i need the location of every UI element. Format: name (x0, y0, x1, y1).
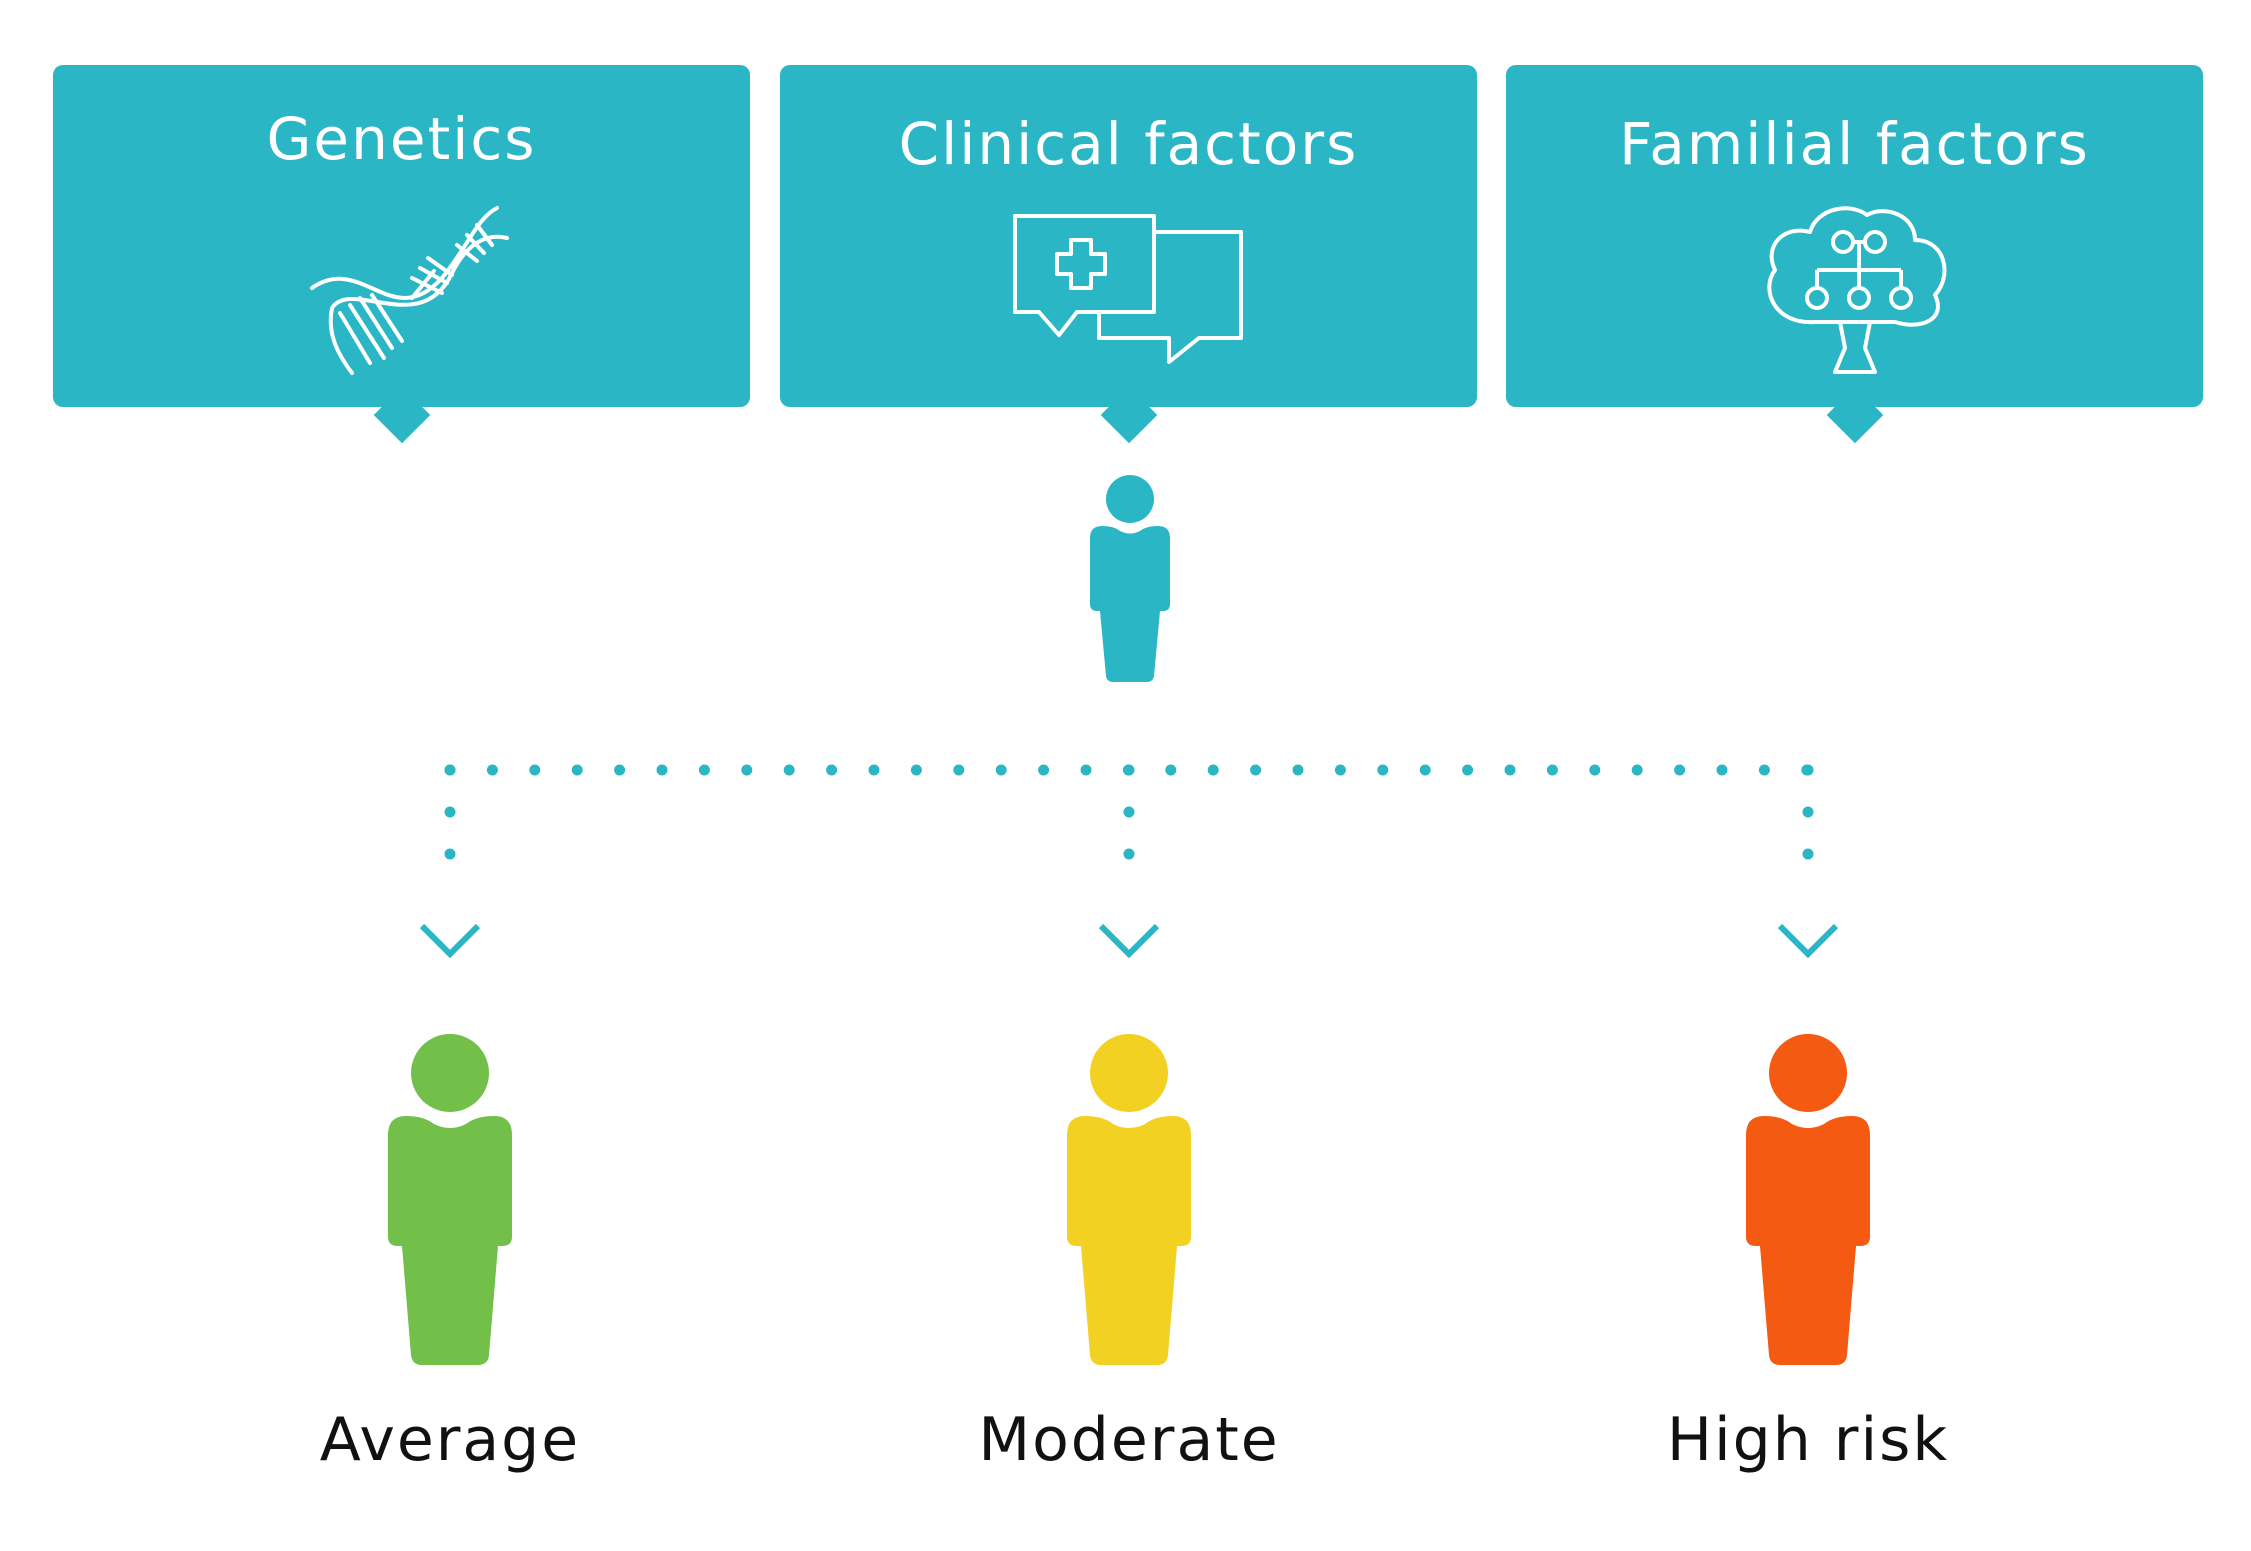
label-high-risk: High risk (1666, 1405, 1950, 1475)
person-icon (1090, 474, 1170, 684)
factor-title-clinical: Clinical factors (898, 110, 1359, 178)
medical-chat-icon (1009, 210, 1249, 380)
factor-box-familial: Familial factors (1506, 65, 2203, 407)
factor-box-genetics: Genetics (53, 65, 750, 407)
label-average: Average (319, 1405, 581, 1475)
dna-icon (292, 183, 512, 383)
chevron-down-icon (418, 920, 482, 960)
factor-box-clinical: Clinical factors (780, 65, 1477, 407)
chevron-down-icon (1776, 920, 1840, 960)
person-high-risk (1746, 1033, 1870, 1368)
chevron-down-icon (1097, 920, 1161, 960)
factor-title-familial: Familial factors (1619, 110, 2090, 178)
dotted-connector (444, 764, 1814, 866)
label-moderate: Moderate (978, 1405, 1280, 1475)
person-average-shape (388, 1034, 512, 1365)
person-moderate-shape (1067, 1034, 1191, 1365)
factor-title-genetics: Genetics (266, 105, 537, 173)
family-tree-icon (1755, 200, 1955, 380)
person-average (388, 1033, 512, 1368)
person-high-risk-shape (1746, 1034, 1870, 1365)
person-moderate (1067, 1033, 1191, 1368)
